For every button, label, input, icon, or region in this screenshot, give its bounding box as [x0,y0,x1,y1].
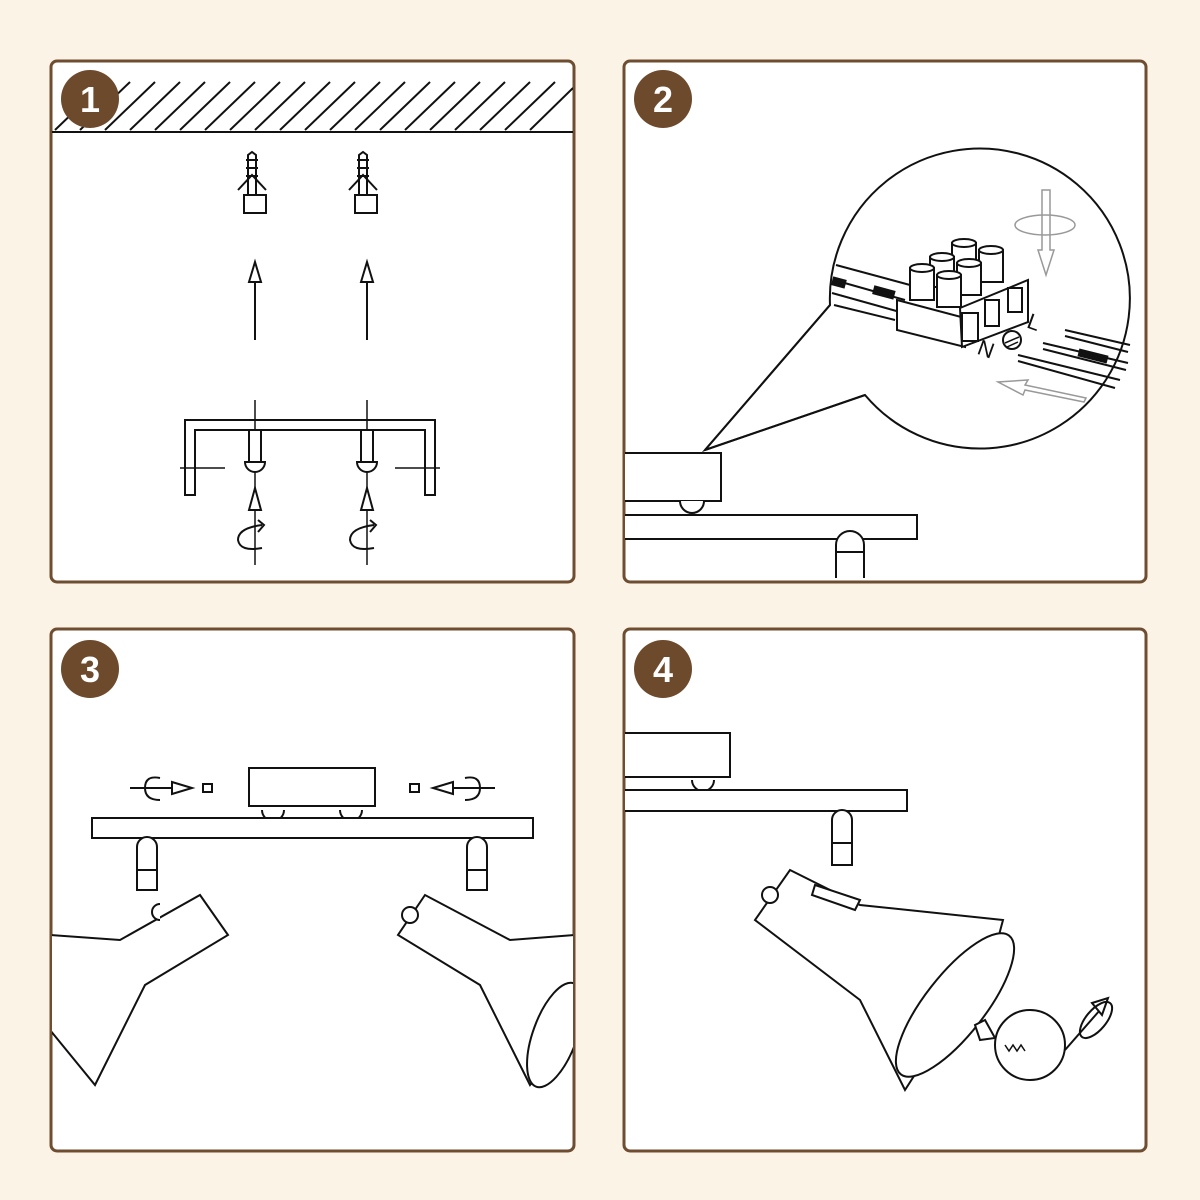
outgoing-wires [1017,329,1131,389]
screw-in-arrow [1064,996,1114,1051]
spotlight-left [52,836,230,1087]
rotate-screw-arrow [1014,189,1076,278]
fixture-canopy [91,767,534,839]
step-3-badge: 3 [61,640,119,698]
side-screw-right [409,776,495,801]
step-4-panel: 4 [622,627,1148,1153]
step-4-number: 4 [653,649,673,690]
step-2-number: 2 [653,79,673,120]
step-4-badge: 4 [634,640,692,698]
fixture-canopy [625,732,908,812]
earth-symbol [1002,330,1022,350]
up-arrow-left [247,258,263,340]
step-1-number: 1 [80,79,100,120]
incoming-wires [830,264,911,321]
screw-left [236,400,267,565]
step-2-panel: N L 2 [622,59,1148,584]
light-bulb [973,1009,1066,1081]
step-3-panel: 3 [49,627,576,1153]
step-1-panel: 1 [49,59,576,584]
insert-arrow [995,379,1088,403]
side-screw-left [130,776,213,801]
terminal-block [896,238,1029,349]
up-arrow-right [359,258,375,340]
ceiling-hatch [52,81,573,133]
step-2-badge: 2 [634,70,692,128]
fixture-base [625,452,918,578]
mounting-bracket [180,419,440,496]
spotlight-right [396,836,573,1089]
step-3-number: 3 [80,649,100,690]
wall-plug-left [237,150,267,214]
spotlight [753,809,1016,1093]
wall-plug-right [348,150,378,214]
screw-right [348,400,379,565]
step-1-badge: 1 [61,70,119,128]
